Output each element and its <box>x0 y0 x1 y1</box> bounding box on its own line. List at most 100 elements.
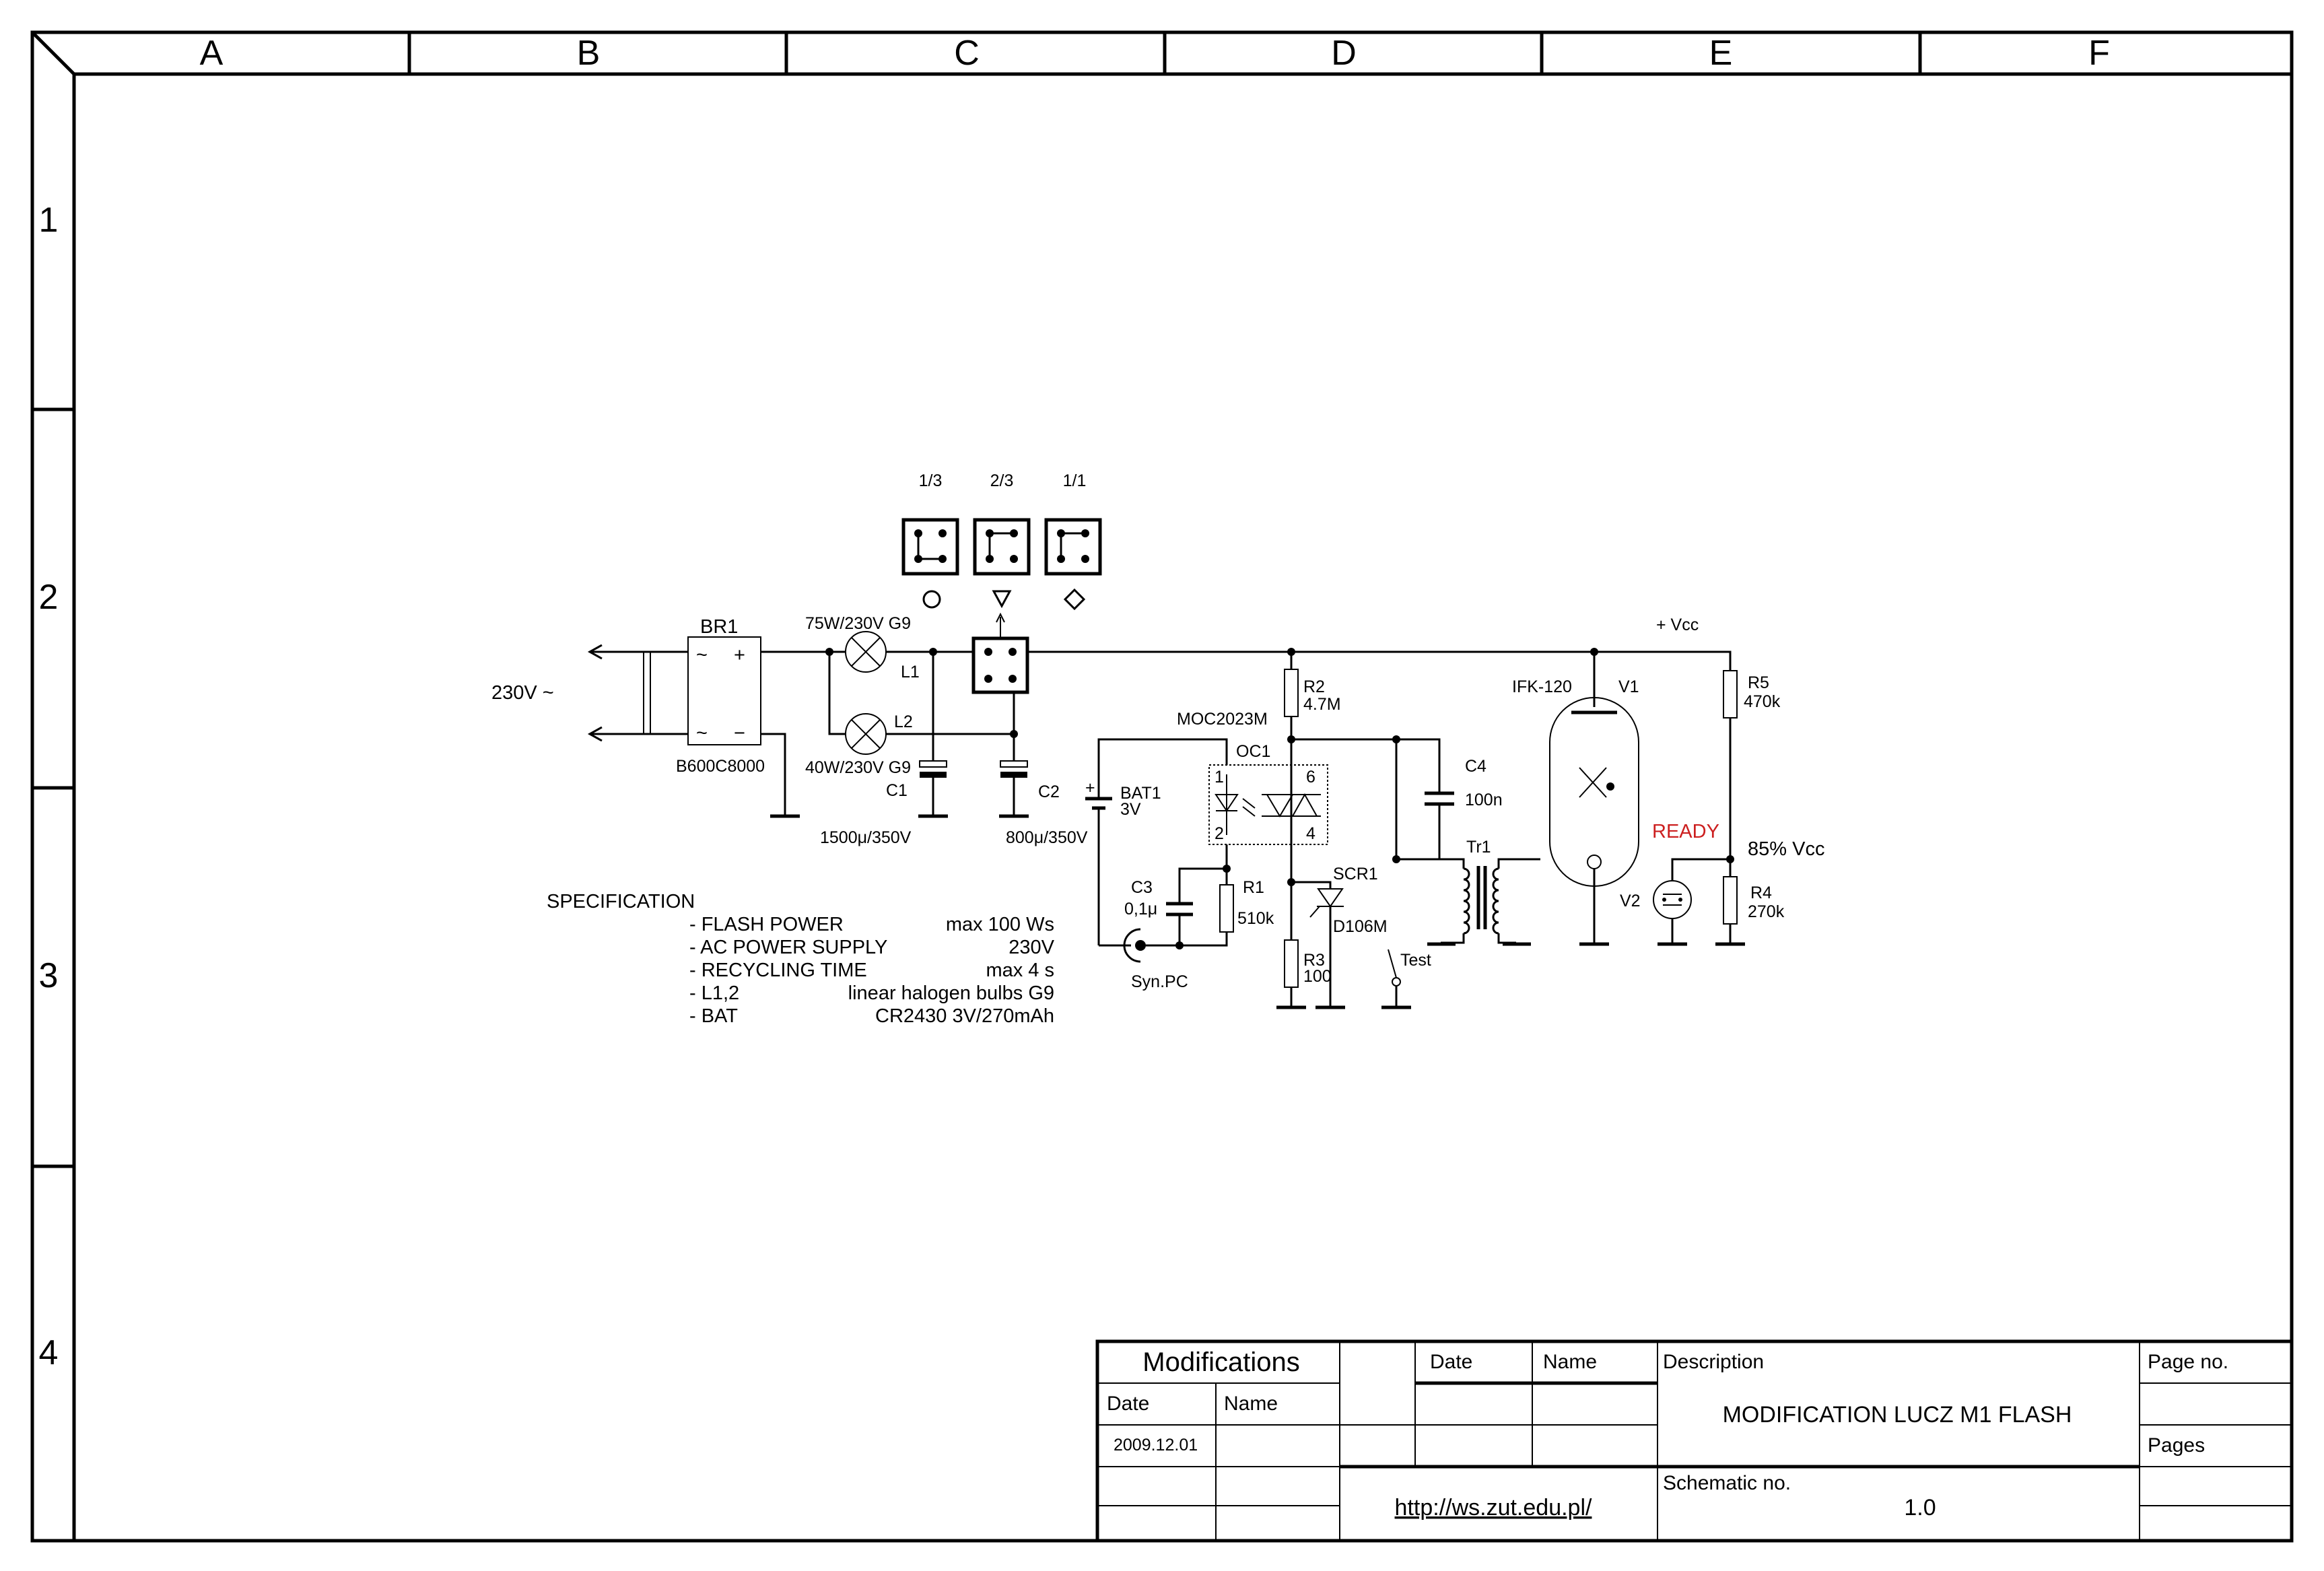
v2-ref: V2 <box>1620 892 1641 910</box>
c4-ref: C4 <box>1465 757 1486 776</box>
l2-ref: L2 <box>894 712 913 731</box>
c3-value: 0,1μ <box>1124 900 1157 918</box>
column-label: E <box>1709 34 1733 73</box>
schematic-no-header: Schematic no. <box>1663 1472 1791 1494</box>
row-label: 1 <box>39 201 59 240</box>
lamp-l2: L2 40W/230V G9 <box>805 648 1014 777</box>
spec-item-label: - RECYCLING TIME <box>689 960 867 981</box>
column-label: A <box>200 34 224 73</box>
r2-value: 4.7M <box>1303 695 1341 714</box>
l1-ref: L1 <box>901 663 920 681</box>
spec-title: SPECIFICATION <box>547 891 695 912</box>
l1-value: 75W/230V G9 <box>805 614 911 633</box>
date-header: Date <box>1107 1393 1149 1415</box>
spec-item-value: max 4 s <box>986 960 1054 981</box>
br1-ref: BR1 <box>700 616 738 638</box>
column-label: B <box>577 34 601 73</box>
spec-item-label: - BAT <box>689 1005 738 1027</box>
r4-ref: R4 <box>1750 883 1772 902</box>
test-switch: Test <box>1291 735 1431 1009</box>
description-header: Description <box>1663 1351 1764 1373</box>
br1-minus: − <box>734 723 745 744</box>
modification-date: 2009.12.01 <box>1114 1436 1198 1455</box>
v1-ref: V1 <box>1618 677 1639 696</box>
switch-pos-label: 2/3 <box>990 471 1014 490</box>
c4-value: 100n <box>1465 791 1503 809</box>
column-label: C <box>954 34 980 73</box>
website-link[interactable]: http://ws.zut.edu.pl/ <box>1395 1495 1592 1520</box>
specification: SPECIFICATION - FLASH POWER max 100 Ws -… <box>547 891 1055 1027</box>
resistor-r2: R2 4.7M <box>1284 652 1341 902</box>
power-selector-switch <box>971 612 1029 694</box>
column-label: F <box>2088 34 2110 73</box>
scr1-ref: SCR1 <box>1333 865 1378 883</box>
resistor-r4: R4 270k <box>1715 876 1785 946</box>
vcc85-label: 85% Vcc <box>1748 838 1824 860</box>
bat1-plus: + <box>1085 778 1095 797</box>
br1-ac-bottom: ~ <box>696 723 708 744</box>
switch-position-legend: 1/3 2/3 1/1 <box>901 471 1102 611</box>
name-header: Name <box>1224 1393 1278 1415</box>
row-labels: 1 2 3 4 <box>39 201 59 1372</box>
spec-item-value: max 100 Ws <box>946 914 1054 935</box>
br1-part: B600C8000 <box>676 757 765 776</box>
c2-value: 800μ/350V <box>1006 828 1088 847</box>
l2-value: 40W/230V G9 <box>805 758 911 777</box>
diamond-symbol-icon <box>1063 588 1086 611</box>
oc1-pin: 4 <box>1306 824 1315 843</box>
drawing-frame <box>30 30 2294 1543</box>
resistor-r1: R1 510k <box>1219 869 1274 933</box>
oc1-pin: 2 <box>1215 824 1224 843</box>
spec-item-label: - L1,2 <box>689 982 739 1004</box>
capacitor-c2: C2 800μ/350V <box>999 694 1088 847</box>
br1-plus: + <box>734 644 745 666</box>
thyristor-scr1: SCR1 D106M <box>1287 844 1388 1009</box>
bat1-value: 3V <box>1120 800 1141 819</box>
ready-label: READY <box>1652 821 1719 842</box>
divider-node: 85% Vcc READY <box>1652 821 1824 863</box>
c2-ref: C2 <box>1038 782 1060 801</box>
spec-item-value: linear halogen bulbs G9 <box>848 982 1054 1004</box>
r1-value: 510k <box>1237 909 1274 928</box>
bridge-rectifier-br1: BR1 ~ ~ + − B600C8000 <box>676 616 800 818</box>
oc1-part: MOC2023M <box>1177 710 1268 729</box>
resistor-r3: R3 100 <box>1276 882 1332 1009</box>
flash-tube-v1: IFK-120 V1 <box>1512 652 1639 946</box>
c1-ref: C1 <box>886 781 908 800</box>
r2-ref: R2 <box>1303 677 1325 696</box>
c3-ref: C3 <box>1131 878 1153 897</box>
capacitor-c3: C3 0,1μ <box>1124 844 1231 949</box>
battery-bat1: + BAT1 3V <box>1085 738 1228 945</box>
column-labels: A B C D E F <box>200 34 2110 73</box>
v1-part: IFK-120 <box>1512 677 1572 696</box>
pages-header: Pages <box>2148 1434 2205 1457</box>
br1-ac-top: ~ <box>696 644 708 666</box>
vcc-rail: + Vcc <box>1027 615 1730 656</box>
resistor-r5: R5 470k <box>1594 650 1781 877</box>
oc1-ref: OC1 <box>1236 742 1270 761</box>
optocoupler-oc1: MOC2023M OC1 1 6 2 4 <box>1177 710 1328 845</box>
bat1-ref: BAT1 <box>1120 784 1161 803</box>
spec-item-label: - FLASH POWER <box>689 914 844 935</box>
neon-indicator-v2: V2 <box>1620 858 1730 946</box>
spec-item-label: - AC POWER SUPPLY <box>689 937 887 958</box>
triangle-symbol-icon <box>992 590 1012 609</box>
sync-connector: Syn.PC <box>1099 928 1228 991</box>
r5-value: 470k <box>1744 692 1781 711</box>
lamp-l1: 75W/230V G9 L1 <box>761 614 972 681</box>
vcc-label: + Vcc <box>1656 615 1699 634</box>
title-block: Modifications Date Name 2009.12.01 Date … <box>1095 1339 2294 1543</box>
row-label: 2 <box>39 578 59 617</box>
name-header-2: Name <box>1543 1351 1597 1373</box>
r3-ref: R3 <box>1303 951 1325 970</box>
r1-ref: R1 <box>1243 878 1264 897</box>
row-label: 4 <box>39 1333 59 1372</box>
r4-value: 270k <box>1748 902 1785 921</box>
row-label: 3 <box>39 956 59 995</box>
tr1-ref: Tr1 <box>1466 838 1491 857</box>
c1-value: 1500μ/350V <box>820 828 912 847</box>
date-header-2: Date <box>1430 1351 1472 1373</box>
circle-symbol-icon <box>922 590 941 609</box>
oc1-pin: 6 <box>1306 768 1315 787</box>
